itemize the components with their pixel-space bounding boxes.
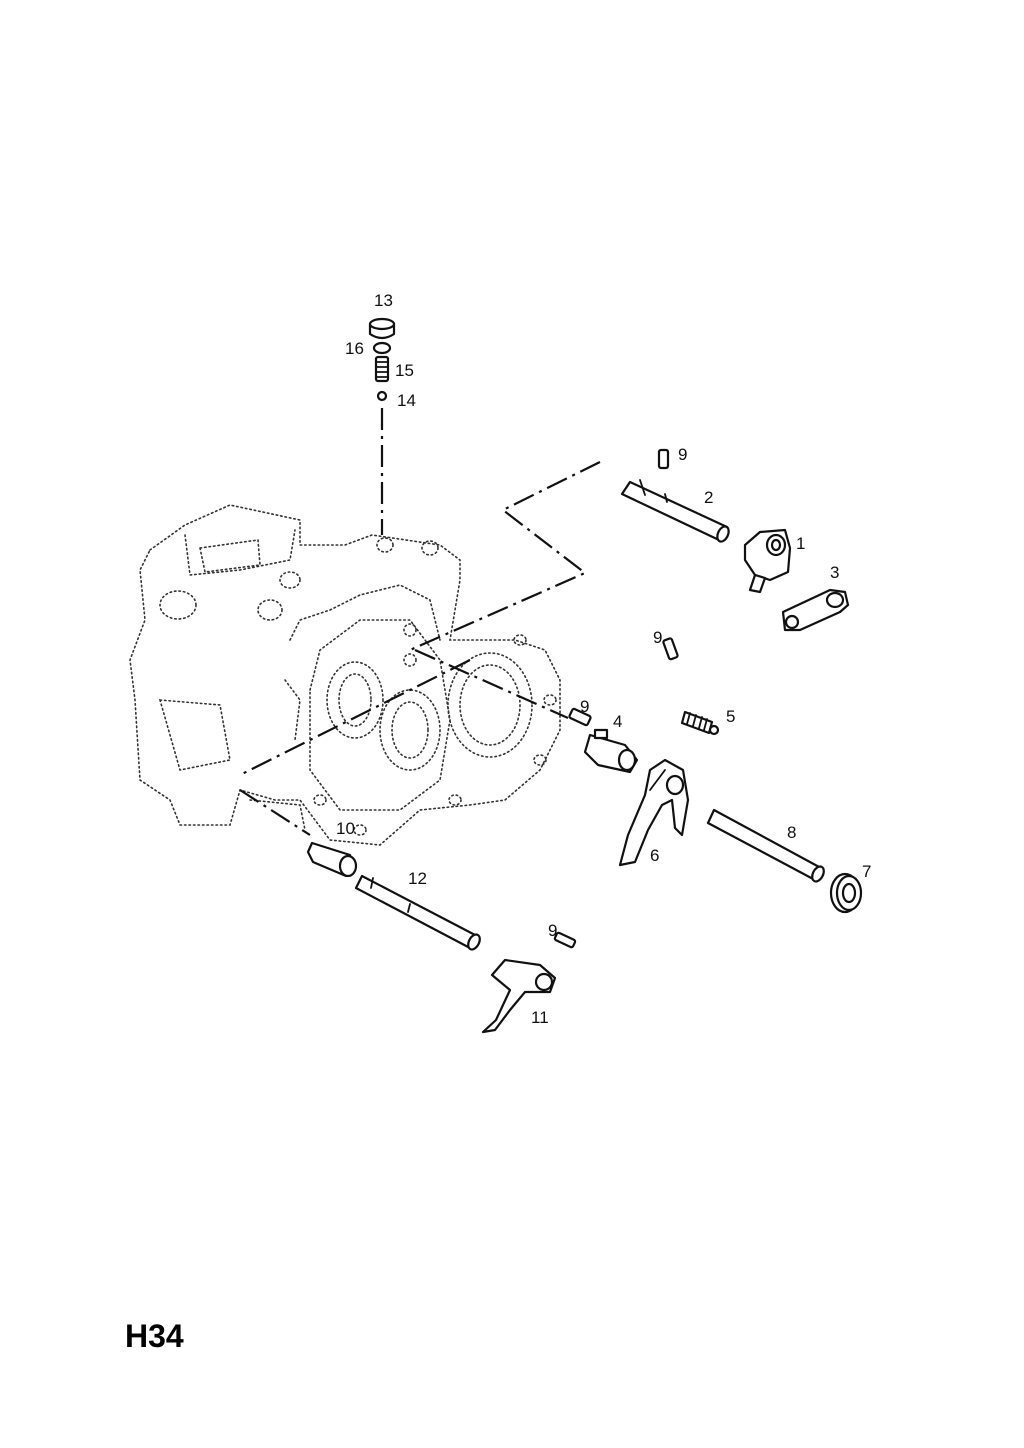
part-5-spring — [680, 710, 720, 736]
part-9-pin-a — [657, 448, 670, 470]
part-7-bearing — [829, 872, 863, 914]
callout-6: 6 — [650, 846, 659, 865]
callout-4: 4 — [613, 712, 622, 731]
part-15-spring — [374, 355, 390, 383]
callout-11: 11 — [531, 1008, 549, 1027]
callout-9-middle: 9 — [653, 628, 662, 647]
part-2-shift-rod — [620, 479, 730, 543]
callout-5: 5 — [726, 707, 735, 726]
callout-3: 3 — [830, 563, 839, 582]
part-1-selector — [743, 528, 792, 594]
part-16-o-ring — [372, 341, 392, 355]
part-9-pin-c — [568, 707, 592, 727]
part-12-shift-rod — [354, 874, 481, 951]
part-11-shift-fork — [481, 958, 557, 1034]
callout-1: 1 — [796, 534, 805, 553]
part-14-ball — [376, 390, 388, 402]
callout-10: 10 — [336, 819, 355, 838]
part-8-shaft — [706, 808, 825, 883]
part-13-plug — [368, 317, 396, 340]
callout-14: 14 — [397, 391, 416, 410]
callout-9-left: 9 — [580, 697, 589, 716]
callout-8: 8 — [787, 823, 796, 842]
diagram-code: H34 — [125, 1318, 184, 1354]
callout-16: 16 — [345, 339, 364, 358]
assembly-leader-lines — [239, 408, 601, 836]
part-9-pin-d — [553, 931, 577, 949]
callout-13: 13 — [374, 291, 393, 310]
callout-9-bottom: 9 — [548, 921, 557, 940]
callout-9-top: 9 — [678, 445, 687, 464]
part-9-pin-b — [662, 637, 679, 661]
callout-2: 2 — [704, 488, 713, 507]
callout-7: 7 — [862, 862, 871, 881]
part-6-shift-fork — [618, 758, 690, 867]
part-3-lever — [781, 588, 850, 632]
transmission-housing-phantom — [129, 504, 561, 846]
callout-12: 12 — [408, 869, 427, 888]
callout-15: 15 — [395, 361, 414, 380]
part-10-sleeve — [306, 841, 358, 878]
part-4-block — [583, 728, 639, 774]
